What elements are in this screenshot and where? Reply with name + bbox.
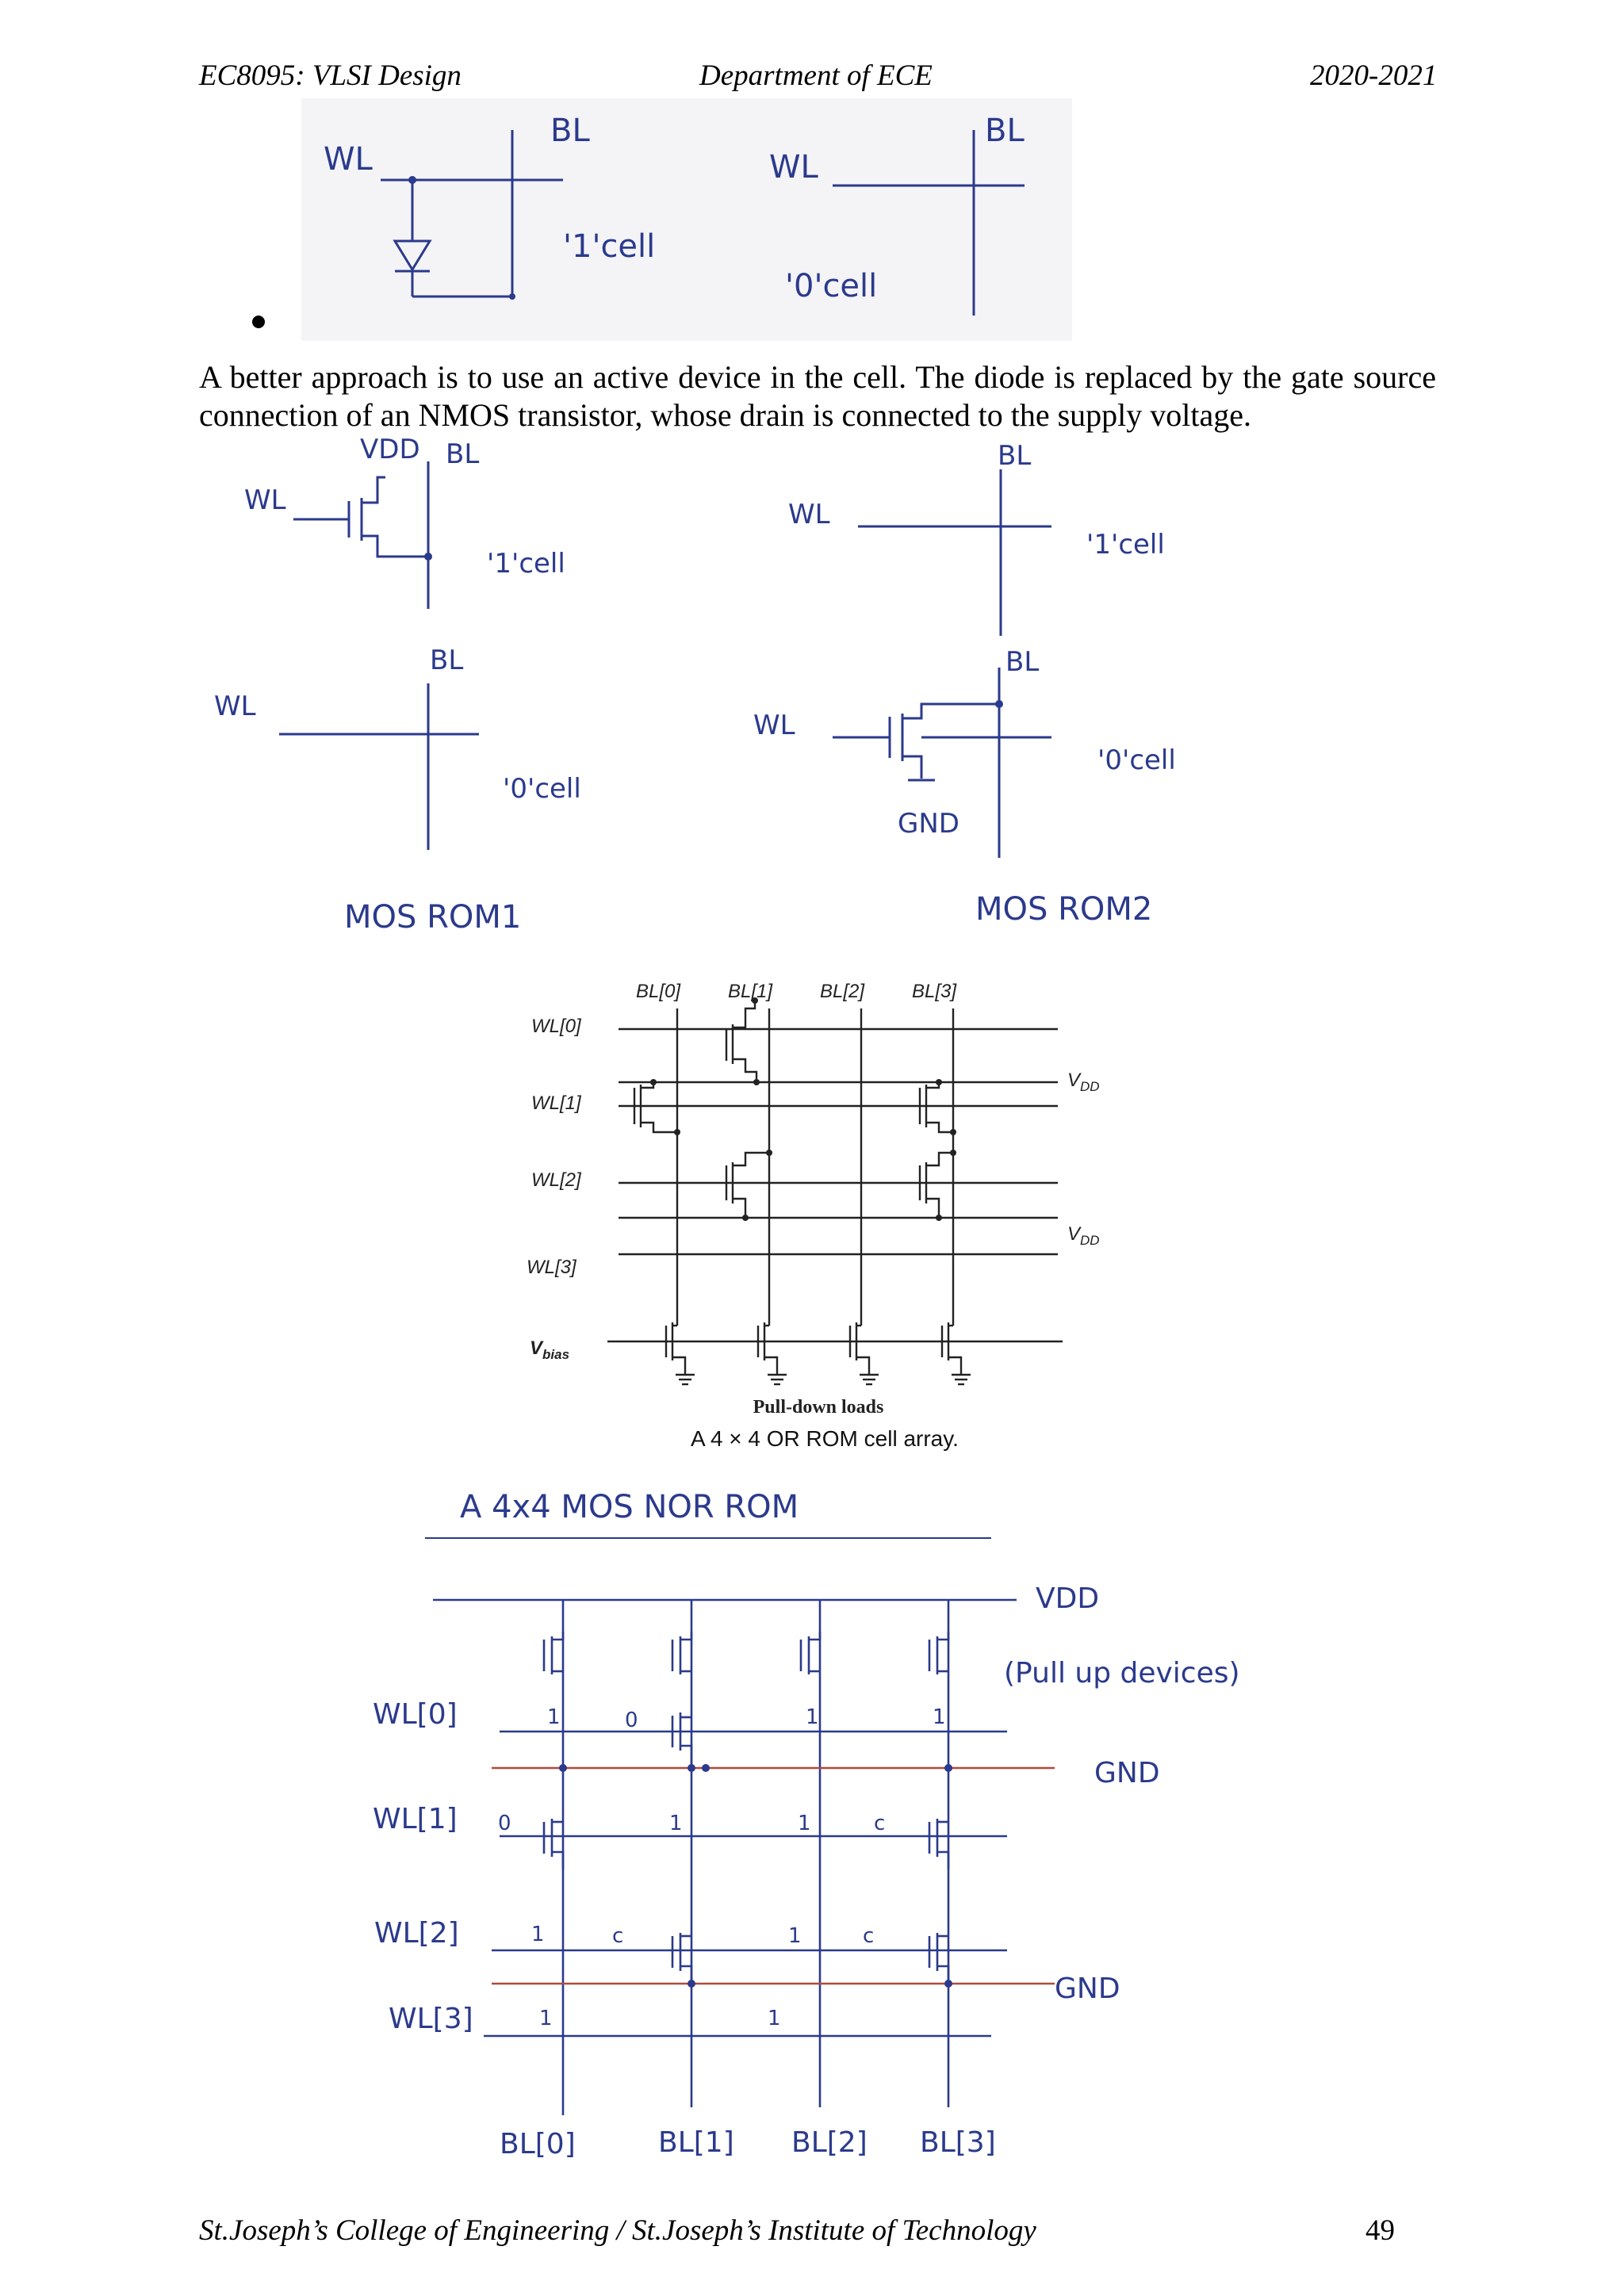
wl-label: WL — [244, 484, 286, 516]
wl-label: WL[1] — [373, 1803, 458, 1835]
bl-label: BL — [550, 113, 590, 149]
svg-text:1: 1 — [547, 1705, 561, 1729]
wl-label: WL[3] — [527, 1257, 577, 1278]
one-cell-label: '1'cell — [487, 548, 565, 580]
wl-label: WL — [214, 691, 256, 722]
wl-label: WL[0] — [373, 1698, 458, 1731]
svg-text:c: c — [612, 1924, 623, 1948]
body-paragraph: A better approach is to use an active de… — [199, 359, 1436, 433]
svg-text:c: c — [874, 1812, 885, 1835]
nor-rom-figure: A 4x4 MOS NOR ROM VDD (Pull — [373, 1489, 1240, 2160]
wl-label: WL[0] — [531, 1016, 582, 1037]
bl-label: BL — [998, 440, 1031, 472]
or-rom-figure: BL[0] BL[1] BL[2] BL[3] WL[0] WL[1] WL[2… — [508, 969, 1134, 1452]
header-department: Department of ECE — [699, 59, 933, 92]
bullet-icon — [252, 316, 265, 328]
svg-text:1: 1 — [531, 1923, 545, 1946]
svg-text:1: 1 — [669, 1812, 683, 1835]
gnd-label: GND — [1094, 1757, 1160, 1789]
bl-label: BL[0] — [500, 2128, 576, 2160]
wl-label: WL — [788, 499, 830, 530]
svg-text:1: 1 — [788, 1924, 802, 1948]
mos-rom1-label: MOS ROM1 — [344, 899, 521, 936]
bl-label: BL[1] — [658, 2126, 734, 2159]
bl-label: BL[3] — [912, 981, 957, 1002]
diode-cell-figure: WL BL '1'cell WL BL '0'cell — [301, 98, 1072, 341]
zero-cell-label: '0'cell — [785, 268, 877, 304]
wl-label: WL — [769, 149, 819, 186]
vdd-label: VDD — [1067, 1070, 1100, 1094]
header-course: EC8095: VLSI Design — [199, 59, 462, 92]
svg-text:1: 1 — [798, 1812, 811, 1835]
bl-label: BL — [446, 438, 479, 470]
pullup-label: (Pull up devices) — [1004, 1657, 1240, 1689]
wl-label: WL — [324, 141, 373, 178]
bl-label: BL[0] — [636, 981, 681, 1002]
svg-text:0: 0 — [625, 1709, 638, 1732]
vdd-label: VDD — [1067, 1223, 1100, 1248]
svg-text:1: 1 — [806, 1705, 819, 1729]
gnd-label: GND — [898, 808, 959, 840]
wl-label: WL — [753, 710, 795, 741]
one-cell-label: '1'cell — [1086, 529, 1165, 561]
zero-cell-label: '0'cell — [1097, 744, 1176, 776]
zero-cell-label: '0'cell — [503, 773, 581, 805]
svg-text:1: 1 — [933, 1705, 946, 1729]
bl-label: BL[2] — [791, 2126, 868, 2159]
svg-text:1: 1 — [768, 2007, 781, 2030]
header-year: 2020-2021 — [1310, 59, 1438, 92]
svg-text:0: 0 — [498, 1812, 511, 1835]
footer-institution: St.Joseph’s College of Engineering / St.… — [199, 2214, 1036, 2247]
figure-caption: A 4 × 4 OR ROM cell array. — [691, 1426, 959, 1451]
pulldown-label: Pull-down loads — [753, 1397, 884, 1418]
gnd-label: GND — [1055, 1973, 1120, 2005]
vdd-label: VDD — [360, 438, 420, 465]
vdd-label: VDD — [1036, 1582, 1099, 1615]
page-number: 49 — [1365, 2214, 1395, 2247]
wl-label: WL[2] — [531, 1169, 582, 1191]
bl-label: BL — [985, 113, 1025, 149]
wl-label: WL[3] — [389, 2003, 473, 2035]
mos-rom2-label: MOS ROM2 — [975, 891, 1152, 928]
bl-label: BL — [1005, 646, 1039, 678]
svg-text:c: c — [863, 1924, 874, 1948]
nor-rom-title: A 4x4 MOS NOR ROM — [460, 1489, 799, 1525]
wl-label: WL[1] — [531, 1093, 582, 1114]
bl-label: BL[2] — [820, 981, 865, 1002]
vbias-label: Vbias — [530, 1337, 569, 1362]
wl-label: WL[2] — [374, 1917, 459, 1950]
bl-label: BL[1] — [728, 981, 773, 1002]
svg-text:1: 1 — [539, 2007, 553, 2030]
one-cell-label: '1'cell — [563, 228, 655, 265]
bl-label: BL — [430, 645, 463, 676]
bl-label: BL[3] — [920, 2126, 996, 2159]
nmos-cell-figure: VDD BL WL '1'cell BL WL '1'cell BL WL '0… — [214, 438, 1176, 936]
